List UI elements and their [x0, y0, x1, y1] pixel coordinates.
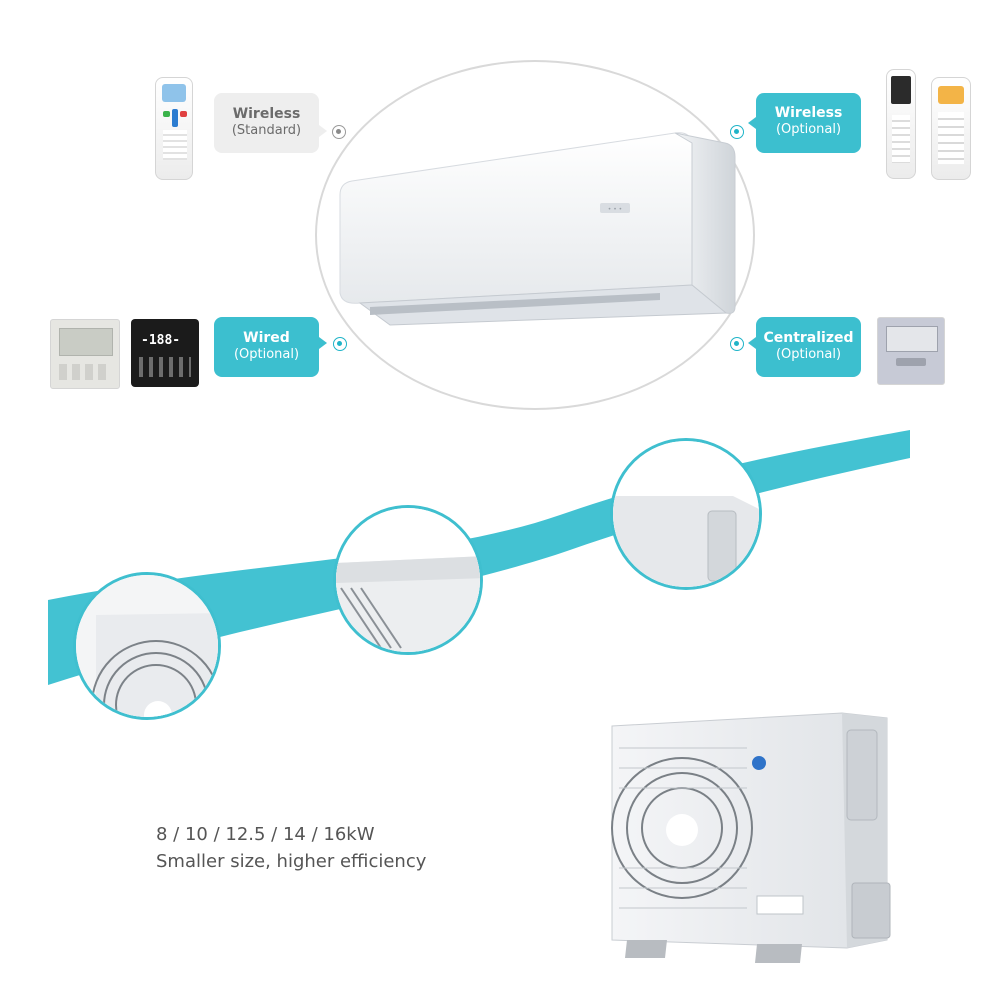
wireless-standard-subtitle: (Standard)	[231, 123, 302, 138]
outdoor-unit-image	[611, 712, 891, 963]
touch-display-readout: -188-	[141, 333, 181, 348]
wireless-optional-dot	[730, 125, 744, 139]
wireless-standard-tag: Wireless (Standard)	[214, 93, 319, 153]
indoor-unit-image: • • •	[339, 132, 736, 326]
wired-optional-title: Wired	[243, 330, 290, 346]
wireless-standard-remote-image	[155, 77, 193, 180]
wireless-optional-subtitle: (Optional)	[775, 122, 842, 137]
wireless-optional-tag: Wireless (Optional)	[756, 93, 861, 153]
spec-block: 8 / 10 / 12.5 / 14 / 16kW Smaller size, …	[156, 821, 476, 875]
centralized-controller-image	[877, 317, 945, 385]
centralized-optional-tag: Centralized (Optional)	[756, 317, 861, 377]
wired-optional-subtitle: (Optional)	[233, 347, 300, 362]
zoom-circle-side-panel	[610, 438, 762, 590]
controller-orbit-arc	[315, 60, 755, 410]
svg-text:• • •: • • •	[608, 206, 622, 213]
zoom-circle-fan	[73, 572, 221, 720]
centralized-optional-title: Centralized	[763, 330, 854, 346]
capacity-list: 8 / 10 / 12.5 / 14 / 16kW	[156, 824, 375, 845]
centralized-optional-subtitle: (Optional)	[775, 347, 842, 362]
centralized-optional-dot	[730, 337, 744, 351]
wired-controller-lcd-image	[50, 319, 120, 389]
wireless-standard-title: Wireless	[232, 106, 301, 122]
wireless-optional-title: Wireless	[774, 105, 843, 121]
wired-optional-dot	[333, 337, 347, 351]
spec-tagline: Smaller size, higher efficiency	[156, 851, 427, 872]
wired-touch-controller-image: -188-	[131, 319, 199, 387]
wireless-optional-remote-lcd-image	[931, 77, 971, 180]
zoom-circle-corner	[333, 505, 483, 655]
wireless-standard-dot	[332, 125, 346, 139]
wired-optional-tag: Wired (Optional)	[214, 317, 319, 377]
remote-screen	[162, 84, 186, 102]
fan-grille-icon	[76, 575, 218, 717]
wireless-optional-remote-white-image	[886, 69, 916, 179]
